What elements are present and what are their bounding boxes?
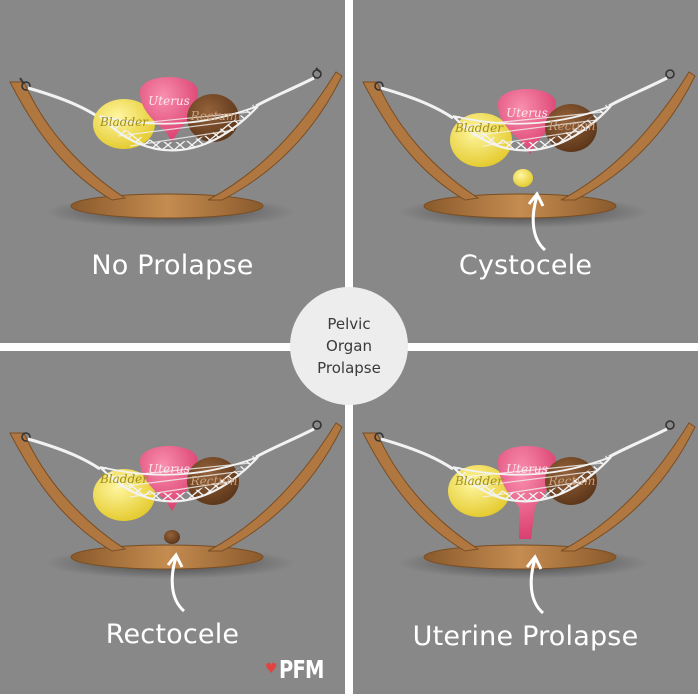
- bladder-label: Bladder: [454, 121, 504, 135]
- caption-uterine-prolapse: Uterine Prolapse: [412, 621, 639, 652]
- bladder-prolapse: [513, 169, 533, 187]
- arrow-icon: [529, 558, 545, 615]
- center-title-line2: Organ: [326, 337, 372, 355]
- hammock-illustration: Bladder Uterus Rectum: [9, 420, 343, 613]
- caption-no-prolapse: No Prolapse: [91, 250, 254, 281]
- rectum-label: Rectum: [190, 474, 238, 488]
- uterus-label: Uterus: [506, 462, 548, 476]
- arrow-icon: [170, 556, 186, 613]
- rectum-label: Rectum: [548, 474, 596, 488]
- bladder-organ: [93, 469, 155, 521]
- uterus-organ: [498, 89, 556, 154]
- caption-cystocele: Cystocele: [458, 250, 593, 281]
- uterus-organ: [140, 77, 198, 142]
- uterus-organ: [140, 446, 198, 511]
- rectum-label: Rectum: [190, 109, 238, 123]
- logo-text: PFM: [278, 654, 324, 684]
- uterus-label: Uterus: [506, 106, 548, 120]
- bladder-label: Bladder: [99, 115, 149, 129]
- rectum-label: Rectum: [548, 119, 596, 133]
- pfm-logo: ♥ PFM: [265, 654, 336, 684]
- center-title-circle: Pelvic Organ Prolapse: [290, 287, 408, 405]
- bladder-label: Bladder: [99, 472, 149, 486]
- panel-no-prolapse: Bladder Uterus Rectum No Prolapse: [0, 0, 345, 343]
- hammock-illustration: Bladder Uterus Rectum: [362, 420, 696, 615]
- heart-icon: ♥: [265, 661, 278, 677]
- hammock-illustration: Bladder Uterus Rectum: [362, 69, 696, 252]
- panel-rectocele: Bladder Uterus Rectum Rectocele ♥ PFM: [0, 351, 345, 694]
- bladder-label: Bladder: [454, 474, 504, 488]
- arrow-icon: [531, 195, 547, 252]
- center-title-line1: Pelvic: [327, 315, 371, 333]
- panel-cystocele: Bladder Uterus Rectum Cystocele: [353, 0, 698, 343]
- rectum-prolapse: [164, 530, 180, 544]
- caption-rectocele: Rectocele: [105, 619, 240, 650]
- panel-uterine-prolapse: Bladder Uterus Rectum Uterine Prolapse: [353, 351, 698, 694]
- hammock-illustration: Bladder Uterus Rectum: [9, 67, 343, 228]
- uterus-label: Uterus: [148, 94, 190, 108]
- center-title-line3: Prolapse: [317, 359, 381, 377]
- uterus-label: Uterus: [148, 462, 190, 476]
